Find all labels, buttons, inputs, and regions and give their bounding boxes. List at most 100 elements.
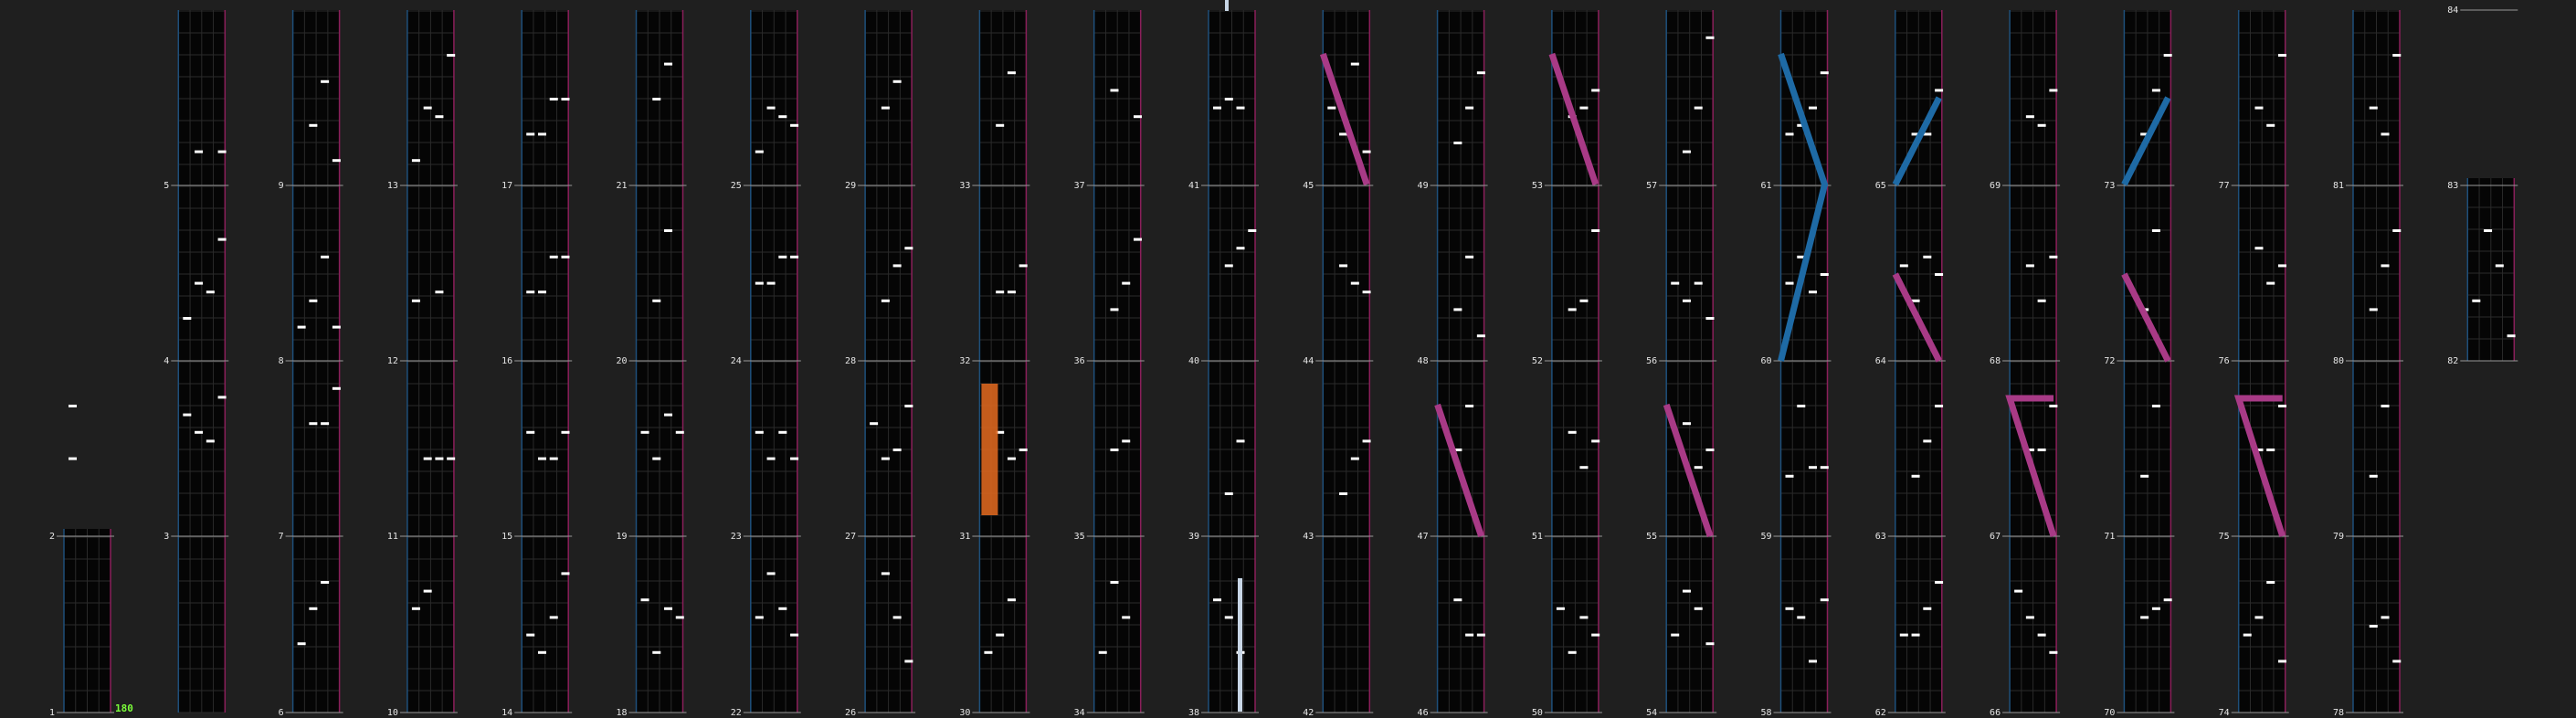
tap-note[interactable] xyxy=(1682,150,1691,153)
tap-note[interactable] xyxy=(1911,474,1920,478)
slide-note[interactable] xyxy=(2233,395,2286,538)
tap-note[interactable] xyxy=(2277,264,2286,268)
tap-note[interactable] xyxy=(549,255,558,259)
tap-note[interactable] xyxy=(1350,457,1359,460)
tap-note[interactable] xyxy=(1476,334,1485,338)
tap-note[interactable] xyxy=(1556,607,1565,610)
tap-note[interactable] xyxy=(561,98,570,100)
tap-note[interactable] xyxy=(755,150,764,153)
slide-note[interactable] xyxy=(2121,96,2171,186)
tap-note[interactable] xyxy=(790,633,799,637)
tap-note[interactable] xyxy=(1465,255,1474,259)
tap-note[interactable] xyxy=(537,457,546,460)
tap-note[interactable] xyxy=(2037,299,2046,302)
tap-note[interactable] xyxy=(1465,633,1474,637)
tap-note[interactable] xyxy=(2392,229,2402,232)
tap-note[interactable] xyxy=(1568,650,1577,654)
tap-note[interactable] xyxy=(1705,36,1715,39)
tap-note[interactable] xyxy=(984,650,993,654)
tap-note[interactable] xyxy=(1133,115,1142,119)
tap-note[interactable] xyxy=(766,457,776,460)
tap-note[interactable] xyxy=(549,98,558,100)
tap-note[interactable] xyxy=(309,607,318,610)
tap-note[interactable] xyxy=(2381,616,2390,619)
tap-note[interactable] xyxy=(904,660,913,663)
tap-note[interactable] xyxy=(892,79,902,83)
slide-note[interactable] xyxy=(1892,272,1942,363)
tap-note[interactable] xyxy=(1682,299,1691,302)
tap-note[interactable] xyxy=(217,150,227,153)
tap-note[interactable] xyxy=(2140,616,2149,619)
tap-note[interactable] xyxy=(217,238,227,241)
tap-note[interactable] xyxy=(1465,405,1474,407)
tap-note[interactable] xyxy=(2381,405,2390,407)
tap-note[interactable] xyxy=(2037,449,2046,451)
tap-note[interactable] xyxy=(1923,255,1932,259)
tap-note[interactable] xyxy=(1911,633,1920,637)
tap-note[interactable] xyxy=(423,589,432,593)
tap-note[interactable] xyxy=(664,229,673,232)
tap-note[interactable] xyxy=(309,422,318,426)
tap-note[interactable] xyxy=(2484,229,2493,232)
tap-note[interactable] xyxy=(2025,115,2034,119)
tap-note[interactable] xyxy=(996,123,1005,127)
tap-note[interactable] xyxy=(2140,474,2149,478)
slide-note[interactable] xyxy=(1319,52,1370,186)
tap-note[interactable] xyxy=(411,299,420,302)
tap-note[interactable] xyxy=(537,650,546,654)
tap-note[interactable] xyxy=(2243,633,2252,637)
tap-note[interactable] xyxy=(1453,449,1462,451)
tap-note[interactable] xyxy=(1236,439,1245,443)
tap-note[interactable] xyxy=(1568,430,1577,434)
tap-note[interactable] xyxy=(2025,616,2034,619)
tap-note[interactable] xyxy=(1820,71,1829,75)
tap-note[interactable] xyxy=(778,255,787,259)
tap-note[interactable] xyxy=(1362,439,1371,443)
tap-note[interactable] xyxy=(1224,492,1233,495)
tap-note[interactable] xyxy=(1809,660,1818,663)
tap-note[interactable] xyxy=(195,281,204,285)
tap-note[interactable] xyxy=(1705,449,1715,451)
tap-note[interactable] xyxy=(1682,422,1691,426)
tap-note[interactable] xyxy=(790,123,799,127)
tap-note[interactable] xyxy=(1122,439,1131,443)
tap-note[interactable] xyxy=(2392,54,2402,57)
tap-note[interactable] xyxy=(1213,106,1222,110)
tap-note[interactable] xyxy=(1591,633,1600,637)
tap-note[interactable] xyxy=(2266,281,2275,285)
tap-note[interactable] xyxy=(1591,439,1600,443)
slide-note[interactable] xyxy=(1663,403,1714,538)
tap-note[interactable] xyxy=(2507,334,2516,338)
tap-note[interactable] xyxy=(996,430,1005,434)
tap-note[interactable] xyxy=(1362,150,1371,153)
tap-note[interactable] xyxy=(1007,598,1016,602)
tap-note[interactable] xyxy=(206,439,215,443)
tap-note[interactable] xyxy=(2140,132,2149,136)
tap-note[interactable] xyxy=(526,132,535,136)
tap-note[interactable] xyxy=(1339,132,1348,136)
tap-note[interactable] xyxy=(297,642,306,646)
tap-note[interactable] xyxy=(1007,457,1016,460)
tap-note[interactable] xyxy=(435,457,444,460)
tap-note[interactable] xyxy=(561,430,570,434)
tap-note[interactable] xyxy=(1785,281,1794,285)
tap-note[interactable] xyxy=(423,457,432,460)
tap-note[interactable] xyxy=(561,572,570,575)
tap-note[interactable] xyxy=(1007,290,1016,294)
tap-note[interactable] xyxy=(881,457,890,460)
tap-note[interactable] xyxy=(1579,299,1589,302)
tap-note[interactable] xyxy=(447,54,456,57)
tap-note[interactable] xyxy=(1579,106,1589,110)
tap-note[interactable] xyxy=(447,457,456,460)
tap-note[interactable] xyxy=(2049,650,2058,654)
tap-note[interactable] xyxy=(2254,616,2264,619)
tap-note[interactable] xyxy=(675,616,684,619)
tap-note[interactable] xyxy=(321,255,330,259)
tap-note[interactable] xyxy=(321,422,330,426)
tap-note[interactable] xyxy=(1923,607,1932,610)
tap-note[interactable] xyxy=(870,422,879,426)
tap-note[interactable] xyxy=(411,159,420,163)
tap-note[interactable] xyxy=(1339,492,1348,495)
tap-note[interactable] xyxy=(996,633,1005,637)
tap-note[interactable] xyxy=(1705,317,1715,320)
